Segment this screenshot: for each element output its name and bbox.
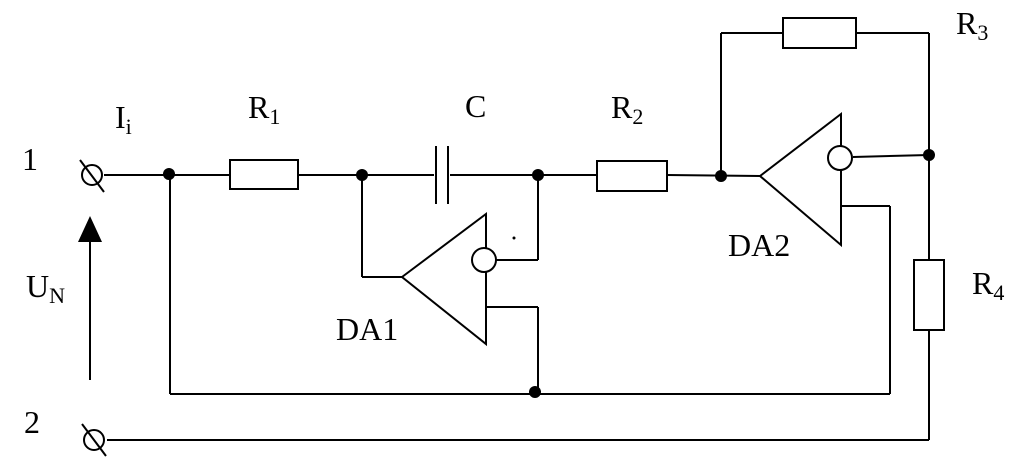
junction-dot <box>923 149 935 161</box>
da2-label: DA2 <box>728 227 790 263</box>
r3-sub: 3 <box>977 20 988 45</box>
resistor-r2 <box>596 160 668 192</box>
junctions <box>163 149 935 398</box>
junction-dot <box>163 168 175 180</box>
r4-label: R4 <box>972 265 1004 305</box>
current-label: Ii <box>115 99 132 139</box>
junction-dot <box>715 170 727 182</box>
r2-sub: 2 <box>632 104 643 129</box>
stray-dot <box>512 236 516 240</box>
da1-label: DA1 <box>336 311 398 347</box>
wires <box>104 32 930 441</box>
voltage-label: UN <box>26 268 65 308</box>
resistor-r4 <box>913 259 945 331</box>
opamp-da1 <box>400 212 497 347</box>
r2-label: R2 <box>611 89 643 129</box>
junction-dot <box>532 169 544 181</box>
r1-sub: 1 <box>269 104 280 129</box>
terminal-1 <box>79 159 105 193</box>
r3-main: R <box>956 5 978 41</box>
capacitor-c <box>435 146 449 204</box>
r4-main: R <box>972 265 994 301</box>
voltage-sub: N <box>49 283 65 308</box>
resistor-r1 <box>229 159 299 190</box>
r2-main: R <box>611 89 633 125</box>
r3-label: R3 <box>956 5 988 45</box>
current-sub: i <box>126 114 132 139</box>
terminal-1-label: 1 <box>22 141 38 177</box>
capacitor-label: C <box>465 88 486 124</box>
terminal-2 <box>81 423 107 457</box>
junction-dot <box>356 169 368 181</box>
current-main: I <box>115 99 126 135</box>
terminal-2-label: 2 <box>24 404 40 440</box>
r1-main: R <box>248 89 270 125</box>
r4-sub: 4 <box>993 280 1004 305</box>
resistor-r3 <box>782 17 857 49</box>
voltage-arrow <box>78 216 102 380</box>
junction-dot <box>529 386 541 398</box>
opamp-da2 <box>758 111 853 248</box>
r1-label: R1 <box>248 89 280 129</box>
voltage-main: U <box>26 268 49 304</box>
